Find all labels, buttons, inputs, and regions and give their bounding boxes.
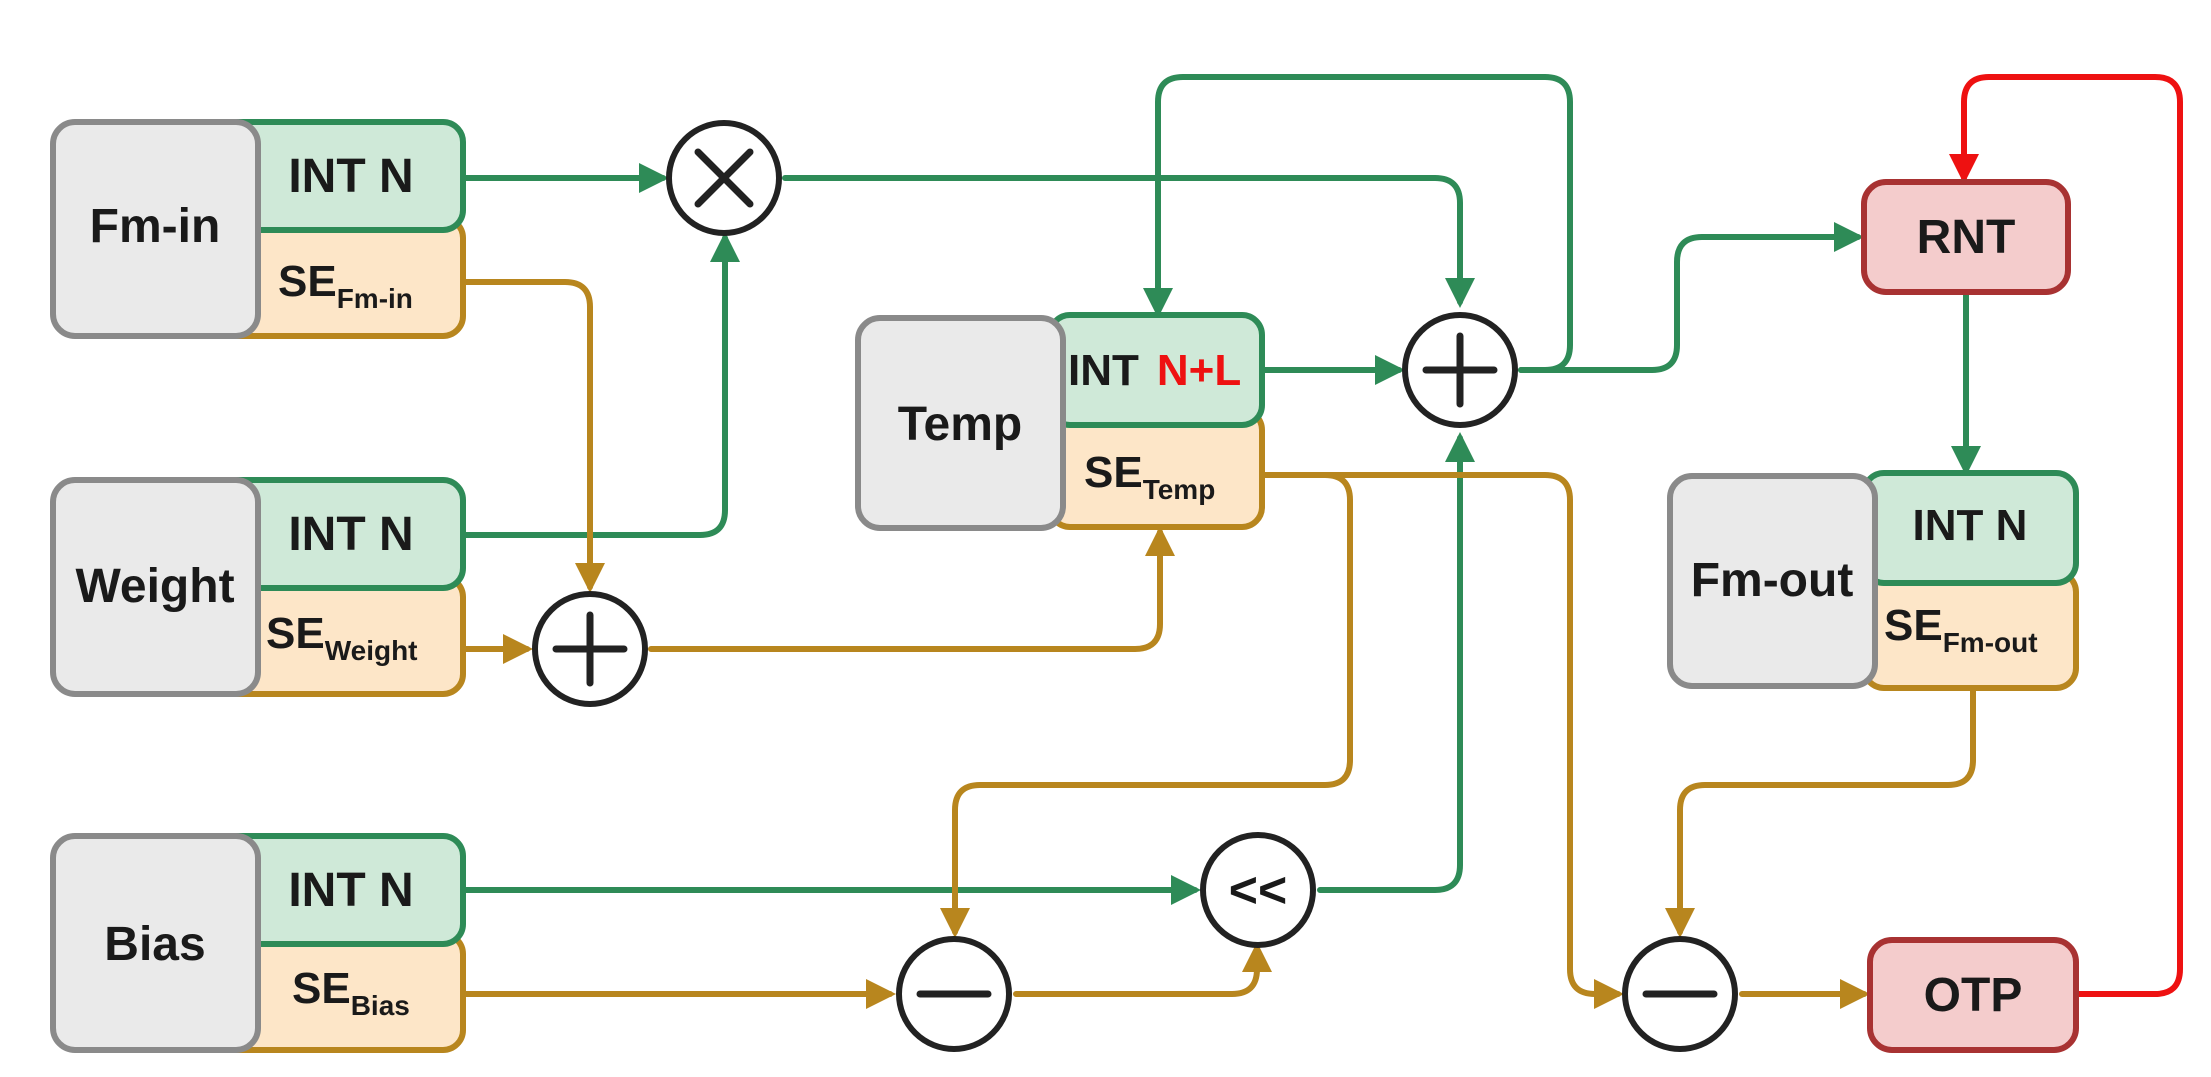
se-subscript: Fm-out	[1943, 627, 2038, 658]
fm-in-block	[50, 119, 261, 339]
int-prefix: INT	[1068, 346, 1139, 395]
wire-fmin-se-to-se-adder	[460, 279, 605, 593]
wire-adder-to-rnt	[1518, 222, 1864, 373]
fm-out-block	[1667, 473, 1878, 689]
wire-otp-to-rnt	[1949, 74, 2183, 997]
subtract-operator-1	[896, 936, 1012, 1052]
block-weight: Weight INT N SEWeight	[50, 477, 466, 697]
bias-name: Bias	[104, 918, 205, 971]
se-main: SE	[266, 609, 325, 658]
weight-se-label: SEWeight	[266, 609, 418, 666]
block-bias: Bias INT N SEBias	[50, 833, 466, 1053]
otp-label: OTP	[1924, 969, 2023, 1022]
se-subscript: Fm-in	[337, 283, 413, 314]
fm-out-name: Fm-out	[1691, 554, 1854, 607]
wire-sub1-to-shift	[1013, 942, 1272, 997]
wire-mult-to-adder	[782, 175, 1475, 308]
wire-weight-int-to-mult	[460, 232, 740, 538]
fm-out-int-label: INT N	[1913, 501, 2028, 550]
se-subscript: Bias	[351, 990, 410, 1021]
fm-in-int-label: INT N	[288, 150, 413, 203]
fm-in-se-label: SEFm-in	[278, 257, 413, 314]
wire-temp-se-to-sub1	[940, 472, 1353, 938]
shift-circle	[1200, 832, 1316, 948]
block-fm-in: Fm-in INT N SEFm-in	[50, 119, 466, 339]
wires	[460, 74, 2183, 1009]
bias-se-label: SEBias	[292, 964, 410, 1021]
wire-shift-to-adder	[1317, 432, 1475, 893]
se-main: SE	[278, 257, 337, 306]
wire-se-adder-to-temp-se	[648, 526, 1175, 652]
fm-in-name: Fm-in	[90, 200, 221, 253]
unit-otp: OTP	[1867, 937, 2079, 1053]
bias-block	[50, 833, 261, 1053]
block-fm-out: Fm-out INT N SEFm-out	[1667, 470, 2079, 691]
int-highlight: N+L	[1157, 346, 1241, 395]
shift-left-icon: <<	[1229, 862, 1287, 918]
se-subscript: Weight	[325, 635, 418, 666]
se-add-operator	[532, 591, 648, 707]
plus-icon	[552, 611, 628, 687]
otp-box	[1867, 937, 2079, 1053]
weight-name: Weight	[75, 560, 234, 613]
se-subscript: Temp	[1143, 474, 1216, 505]
unit-rnt: RNT	[1861, 179, 2071, 295]
wire-fmout-se-to-sub2	[1665, 685, 1976, 938]
se-main: SE	[292, 964, 351, 1013]
multiply-icon	[694, 148, 754, 208]
multiply-operator	[666, 120, 782, 236]
se-main: SE	[1084, 448, 1143, 497]
temp-block	[855, 315, 1066, 531]
accumulate-operator	[1402, 312, 1518, 428]
temp-name: Temp	[898, 398, 1022, 451]
wire-temp-se-to-sub2	[1259, 472, 1624, 1009]
bias-int-label: INT N	[288, 864, 413, 917]
plus-icon	[1422, 332, 1498, 408]
se-main: SE	[1884, 601, 1943, 650]
weight-block	[50, 477, 261, 697]
shift-operator: <<	[1200, 832, 1316, 948]
weight-int-label: INT N	[288, 508, 413, 561]
temp-se-label: SETemp	[1084, 448, 1215, 505]
subtract-operator-2	[1622, 936, 1738, 1052]
rnt-label: RNT	[1917, 211, 2016, 264]
fm-out-se-label: SEFm-out	[1884, 601, 2038, 658]
rnt-box	[1861, 179, 2071, 295]
wire-adder-feedback-to-temp	[1143, 74, 1573, 373]
temp-int-label: INT N+L	[1068, 346, 1241, 395]
